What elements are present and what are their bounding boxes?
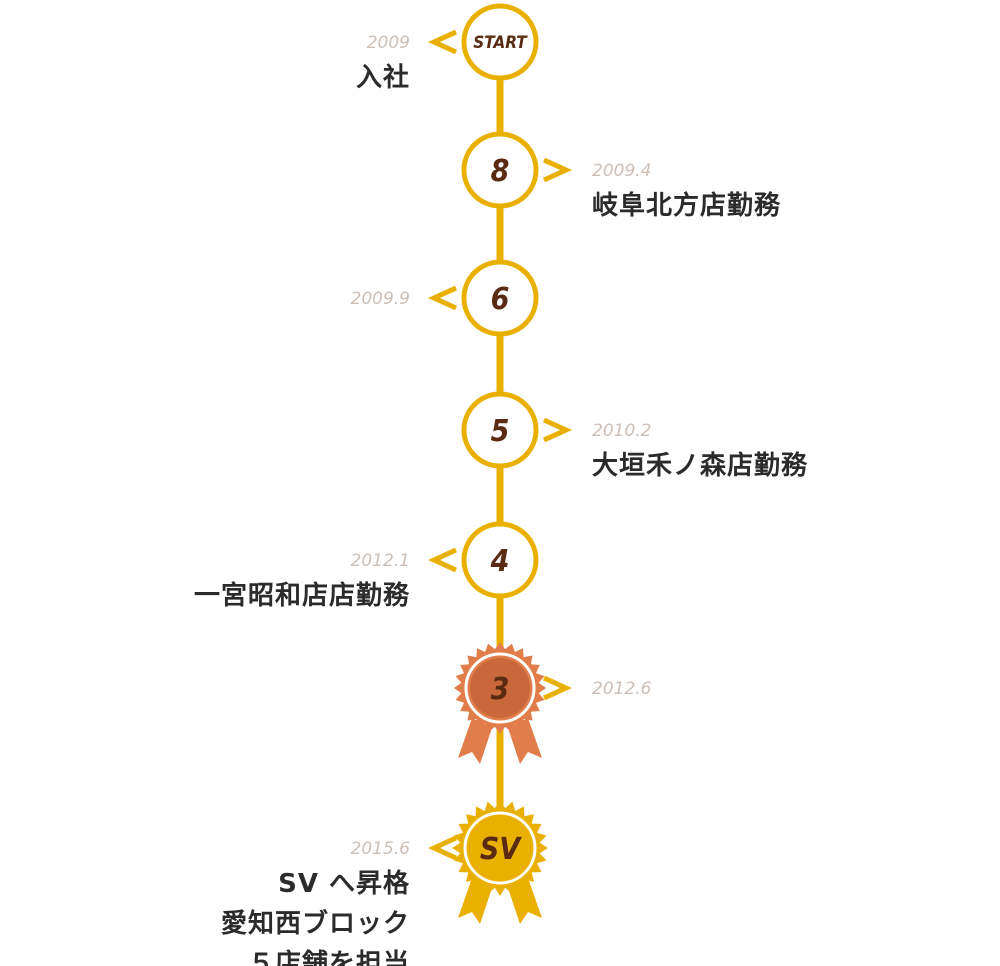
milestone-rank8: 8 2009.4 岐阜北方店勤務 [461, 131, 781, 221]
chevron-left-icon [427, 29, 458, 55]
milestone-title: ５店舗を担当 [248, 949, 410, 966]
chevron-left-icon [427, 547, 458, 573]
milestone-date: 2010.2 [592, 421, 651, 441]
milestone-badge-label: SV [480, 832, 522, 867]
chevron-right-icon [542, 157, 573, 183]
milestone-circle [461, 521, 539, 599]
chevron-right-icon [542, 675, 573, 701]
milestone-circle [461, 131, 539, 209]
milestone-circle [461, 259, 539, 337]
milestone-title: 大垣禾ノ森店勤務 [592, 451, 808, 481]
milestone-date: 2009.4 [592, 161, 651, 181]
rosette-badge-icon [454, 642, 546, 764]
milestone-title: SV へ昇格 [278, 868, 410, 899]
chevron-left-icon [427, 285, 458, 311]
milestone-circle [461, 391, 539, 469]
milestone-date: 2009.9 [351, 289, 410, 309]
milestone-badge-label: 3 [491, 672, 510, 707]
milestone-badge-label: 6 [491, 282, 510, 317]
milestone-date: 2009 [367, 33, 410, 53]
milestone-rank4: 4 2012.1 一宮昭和店店勤務 [194, 521, 539, 611]
milestone-title: 一宮昭和店店勤務 [194, 580, 410, 611]
milestone-circle [461, 3, 539, 81]
milestone-badge-label: START [473, 33, 528, 53]
milestone-title: 岐阜北方店勤務 [592, 190, 781, 221]
milestone-rank3: 3 2012.6 [454, 642, 652, 764]
medal-badge-icon [452, 800, 548, 924]
milestone-badge-label: 5 [491, 414, 510, 449]
milestone-date: 2012.1 [351, 551, 410, 571]
milestone-rank6: 6 2009.9 [351, 259, 539, 337]
milestone-title: 愛知西ブロック [221, 908, 410, 939]
milestone-rank5: 5 2010.2 大垣禾ノ森店勤務 [461, 391, 808, 481]
milestone-title: 入社 [356, 62, 410, 93]
milestone-date: 2012.6 [592, 679, 652, 699]
milestone-badge-label: 4 [490, 544, 510, 579]
milestone-start: START 2009 入社 [356, 3, 539, 93]
milestone-date: 2015.6 [351, 839, 411, 859]
milestone-badge-label: 8 [491, 154, 510, 189]
chevron-left-icon [427, 835, 458, 861]
chevron-right-icon [542, 417, 573, 443]
